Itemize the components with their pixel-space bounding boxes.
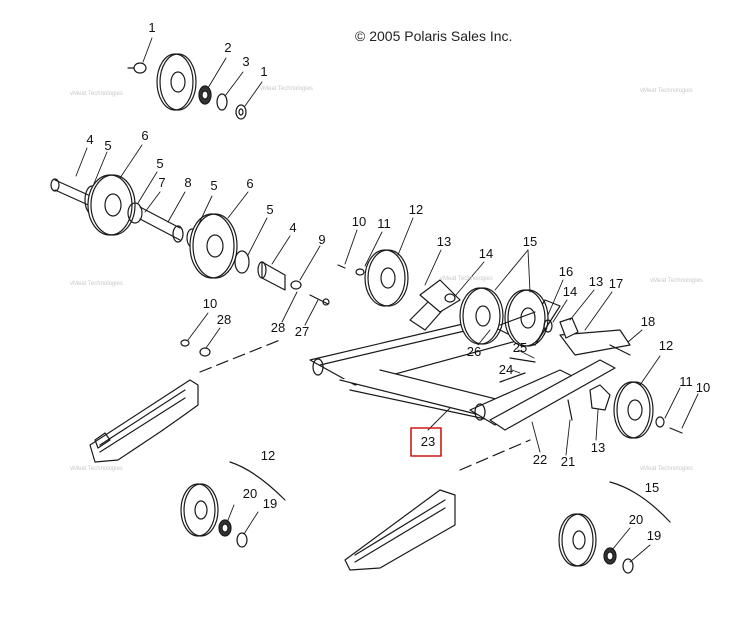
callout-26: 26 bbox=[467, 344, 481, 359]
callout-20: 20 bbox=[629, 512, 643, 527]
callout-3: 3 bbox=[242, 54, 249, 69]
callout-25: 25 bbox=[513, 340, 527, 355]
callout-17: 17 bbox=[609, 276, 623, 291]
lower-left-wheel bbox=[180, 461, 286, 548]
callout-19: 19 bbox=[263, 496, 277, 511]
callout-9: 9 bbox=[318, 232, 325, 247]
callout-12: 12 bbox=[659, 338, 673, 353]
callout-28: 28 bbox=[217, 312, 231, 327]
watermark-text: vMeat Technologies bbox=[650, 278, 703, 284]
callout-14: 14 bbox=[563, 284, 577, 299]
center-wheels bbox=[364, 249, 579, 347]
callout-5: 5 bbox=[104, 138, 111, 153]
callout-5: 5 bbox=[156, 156, 163, 171]
callout-14: 14 bbox=[479, 246, 493, 261]
callout-4: 4 bbox=[289, 220, 296, 235]
callout-19: 19 bbox=[647, 528, 661, 543]
callout-1: 1 bbox=[260, 64, 267, 79]
callout-15: 15 bbox=[523, 234, 537, 249]
callout-22: 22 bbox=[533, 452, 547, 467]
watermark-text: vMeat Technologies bbox=[260, 86, 313, 92]
callout-11: 11 bbox=[377, 216, 391, 231]
callout-27: 27 bbox=[295, 324, 309, 339]
watermark-layer: vMeat Technologies vMeat Technologies vMea… bbox=[70, 86, 703, 472]
watermark-text: vMeat Technologies bbox=[70, 91, 123, 97]
left-side-rail bbox=[89, 339, 281, 463]
callout-28: 28 bbox=[271, 320, 285, 335]
right-lower-wheel bbox=[589, 381, 683, 439]
callout-23-highlight bbox=[410, 427, 442, 457]
callout-18: 18 bbox=[641, 314, 655, 329]
callout-10: 10 bbox=[352, 214, 366, 229]
callout-11: 11 bbox=[679, 374, 693, 389]
callout-23: 23 bbox=[421, 434, 435, 449]
callout-12: 12 bbox=[261, 448, 275, 463]
copyright-notice: © 2005 Polaris Sales Inc. bbox=[355, 28, 513, 44]
top-wheel-assembly bbox=[127, 53, 247, 120]
lower-right-wheel bbox=[558, 481, 671, 574]
watermark-text: vMeat Technologies bbox=[70, 466, 123, 472]
callout-5: 5 bbox=[266, 202, 273, 217]
callout-4: 4 bbox=[86, 132, 93, 147]
watermark-text: vMeat Technologies bbox=[640, 88, 693, 94]
callout-2: 2 bbox=[224, 40, 231, 55]
callout-6: 6 bbox=[141, 128, 148, 143]
callout-8: 8 bbox=[184, 175, 191, 190]
callout-21: 21 bbox=[561, 454, 575, 469]
callout-13: 13 bbox=[437, 234, 451, 249]
watermark-text: vMeat Technologies bbox=[440, 276, 493, 282]
leader-lines bbox=[75, 37, 699, 563]
right-side-rail bbox=[344, 439, 531, 571]
callout-20: 20 bbox=[243, 486, 257, 501]
callout-6: 6 bbox=[246, 176, 253, 191]
callout-1: 1 bbox=[148, 20, 155, 35]
callout-10: 10 bbox=[203, 296, 217, 311]
hardware bbox=[337, 264, 631, 421]
callout-12: 12 bbox=[409, 202, 423, 217]
callout-13: 13 bbox=[589, 274, 603, 289]
callout-10: 10 bbox=[696, 380, 710, 395]
callout-5: 5 bbox=[210, 178, 217, 193]
callout-24: 24 bbox=[499, 362, 513, 377]
callout-13: 13 bbox=[591, 440, 605, 455]
callout-7: 7 bbox=[158, 175, 165, 190]
watermark-text: vMeat Technologies bbox=[640, 466, 693, 472]
watermark-text: vMeat Technologies bbox=[70, 281, 123, 287]
left-axle-assembly bbox=[50, 174, 330, 306]
callout-16: 16 bbox=[559, 264, 573, 279]
callout-15: 15 bbox=[645, 480, 659, 495]
